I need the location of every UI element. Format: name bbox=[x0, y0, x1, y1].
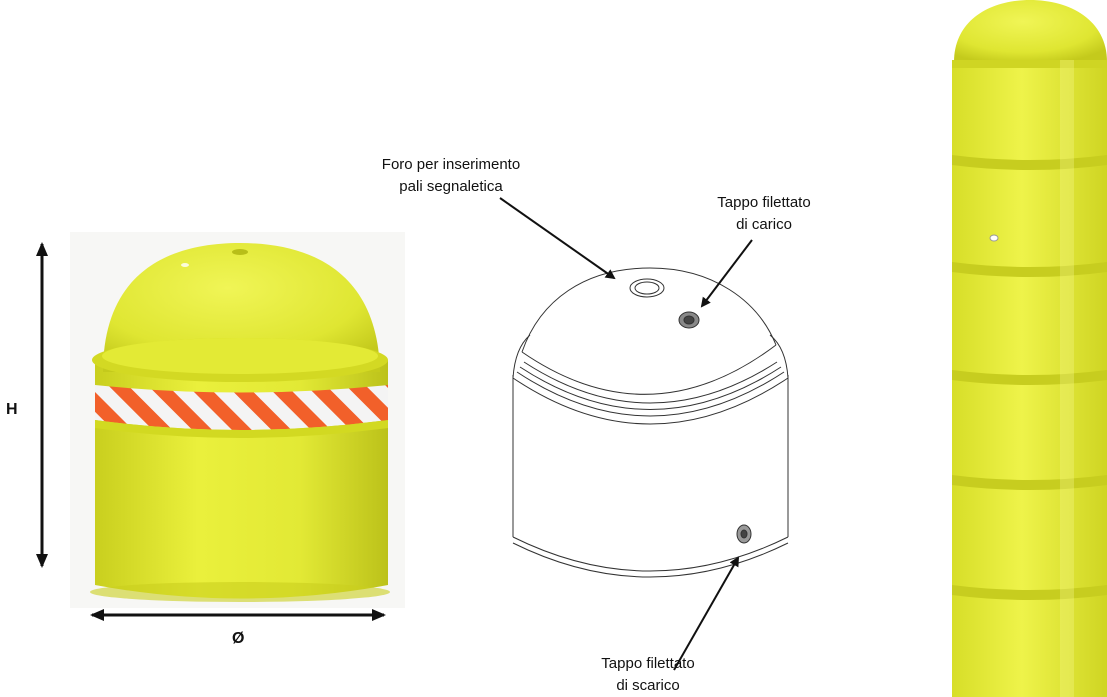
diameter-label: Ø bbox=[232, 630, 244, 647]
height-dimension: H bbox=[6, 242, 48, 568]
callout-hole: Foro per inserimento pali segnaletica bbox=[382, 156, 616, 280]
drain-cap-label-line2: di scarico bbox=[616, 677, 679, 694]
reflective-band bbox=[95, 385, 388, 430]
hole-label-line1: Foro per inserimento bbox=[382, 156, 520, 173]
bollard-stack-photo bbox=[952, 0, 1107, 697]
fill-cap-label-line1: Tappo filettato bbox=[717, 194, 810, 211]
diameter-dimension: Ø bbox=[90, 609, 386, 647]
callout-fill-cap: Tappo filettato di carico bbox=[700, 194, 811, 308]
hole-label-line2: pali segnaletica bbox=[399, 178, 503, 195]
bollard-line-drawing bbox=[512, 267, 789, 578]
bollard-photo bbox=[70, 232, 405, 608]
callout-drain-cap: Tappo filettato di scarico bbox=[601, 556, 739, 694]
fill-cap-label-line2: di carico bbox=[736, 216, 792, 233]
height-label: H bbox=[6, 401, 18, 418]
drain-cap-label-line1: Tappo filettato bbox=[601, 655, 694, 672]
